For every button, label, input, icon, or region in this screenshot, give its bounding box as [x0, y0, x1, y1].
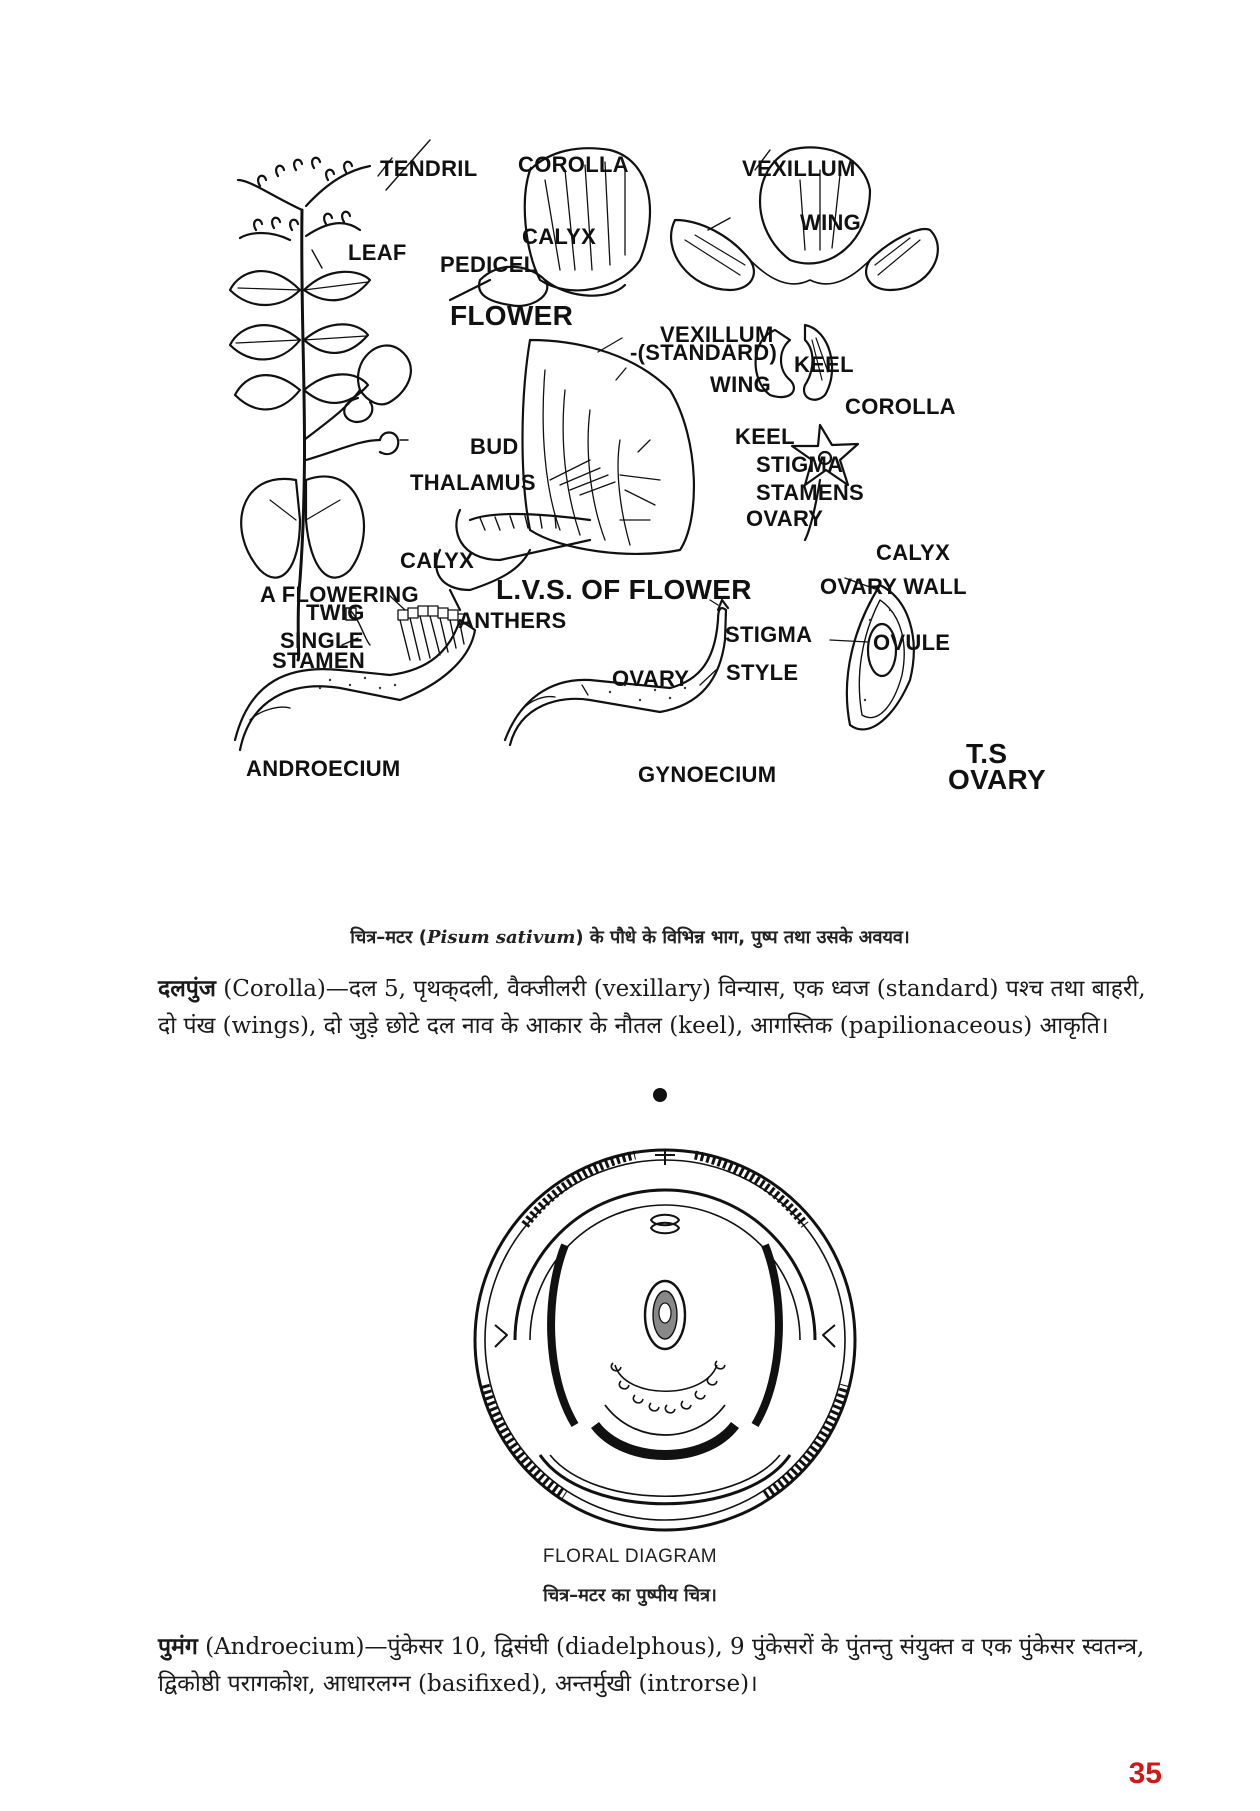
floral-diagram-figure — [455, 1125, 875, 1545]
ovule-label: OVULE — [873, 630, 951, 655]
lvs-flower-title: L.V.S. OF FLOWER — [496, 574, 752, 605]
pea-plant-figure: TENDRIL COROLLA VEXILLUM CALYX WING LEAF… — [228, 139, 1046, 920]
ts-ovary-label-line2: OVARY — [948, 764, 1046, 795]
flowering-twig-label-line1: A FLOWERING — [260, 582, 419, 607]
ts-ovary-label-line1: T.S — [966, 738, 1008, 769]
tendril-label: TENDRIL — [380, 156, 478, 181]
corolla-description: (Corolla)—दल 5, पृथक्‌दली, वैक्जीलरी (ve… — [158, 976, 1146, 1039]
floral-diagram-drawing — [473, 1148, 857, 1532]
stigma-gyn-label: STIGMA — [725, 622, 813, 647]
calyx-top-label: CALYX — [522, 224, 597, 249]
corolla-right-label: COROLLA — [845, 394, 956, 419]
corolla-term: दलपुंज — [158, 975, 216, 1002]
bud-label: BUD — [470, 434, 519, 459]
anthers-label: ANTHERS — [458, 608, 567, 633]
thalamus-label: THALAMUS — [410, 470, 536, 495]
calyx-lvs-label: CALYX — [400, 548, 475, 573]
ovary-gyn-label: OVARY — [612, 666, 690, 691]
keel-lvs-label: KEEL — [735, 424, 795, 449]
single-stamen-label-line2: STAMEN — [272, 648, 366, 673]
stamens-label: STAMENS — [756, 480, 865, 505]
caption-prefix: चित्र–मटर ( — [350, 927, 427, 948]
standard-label: -(STANDARD) — [630, 340, 778, 365]
androecium-description: (Androecium)—पुंकेसर 10, द्विसंघी (diade… — [158, 1634, 1145, 1697]
ovary-lvs-label: OVARY — [746, 506, 824, 531]
pea-figure-caption: चित्र–मटर (Pisum sativum) के पौधे के विभ… — [0, 925, 1260, 949]
floral-diagram-caption: चित्र–मटर का पुष्पीय चित्र। — [543, 1585, 717, 1606]
ovary-wall-label: OVARY WALL — [820, 574, 967, 599]
pea-plant-drawing — [228, 139, 939, 752]
wing-top-label: WING — [800, 210, 862, 235]
gynoecium-label: GYNOECIUM — [638, 762, 777, 787]
style-label: STYLE — [726, 660, 799, 685]
androecium-label: ANDROECIUM — [246, 756, 401, 781]
caption-suffix: ) के पौधे के विभिन्न भाग, पुष्प तथा उसके… — [575, 927, 910, 948]
corolla-paragraph: दलपुंज (Corolla)—दल 5, पृथक्‌दली, वैक्जी… — [158, 970, 1160, 1045]
leaf-label: LEAF — [348, 240, 407, 265]
androecium-term: पुमंग — [158, 1633, 198, 1660]
androecium-paragraph: पुमंग (Androecium)—पुंकेसर 10, द्विसंघी … — [158, 1628, 1160, 1703]
flowering-twig-label-line2: TWIG — [306, 600, 365, 625]
flower-label: FLOWER — [450, 300, 574, 331]
pedicel-label: PEDICEL — [440, 252, 538, 277]
wing-lvs-label: WING — [710, 372, 772, 397]
vexillum-top-label: VEXILLUM — [742, 156, 856, 181]
mother-axis-dot — [653, 1088, 667, 1102]
page-number: 35 — [1128, 1757, 1162, 1790]
floral-diagram-title: FLORAL DIAGRAM — [542, 1546, 718, 1567]
keel-corolla-label: KEEL — [794, 352, 854, 377]
stigma-lvs-label: STIGMA — [756, 452, 844, 477]
corolla-top-label: COROLLA — [518, 152, 629, 177]
vexillum-lvs-label: VEXILLUM — [660, 322, 774, 347]
calyx-right-label: CALYX — [876, 540, 951, 565]
caption-scientific-name: Pisum sativum — [426, 927, 576, 948]
single-stamen-label-line1: SINGLE — [280, 628, 364, 653]
